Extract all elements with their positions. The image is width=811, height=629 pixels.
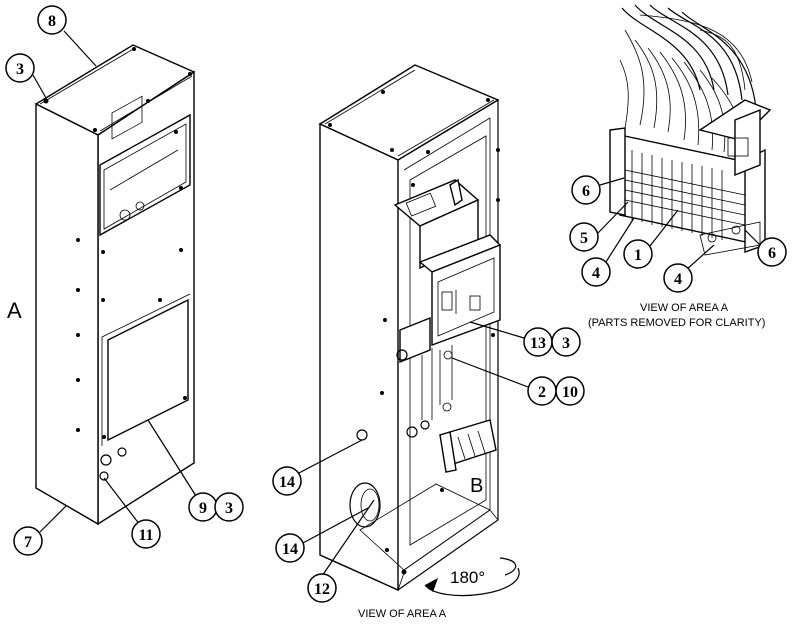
callout-1: 1 <box>623 239 653 269</box>
callout-6-left: 6 <box>571 175 601 205</box>
svg-text:2: 2 <box>538 384 546 401</box>
callout-11: 11 <box>131 519 161 549</box>
svg-text:6: 6 <box>768 245 776 262</box>
callout-4-right: 4 <box>663 263 693 293</box>
svg-text:11: 11 <box>138 527 153 544</box>
svg-text:3: 3 <box>225 500 233 517</box>
upper-cutout <box>99 113 191 237</box>
middle-leaders <box>296 321 529 577</box>
left-leaders <box>32 30 197 533</box>
svg-text:10: 10 <box>562 384 578 401</box>
callout-3-middle: 3 <box>551 327 581 357</box>
callout-3-top-left: 3 <box>5 53 35 83</box>
callout-12: 12 <box>307 573 337 603</box>
svg-text:9: 9 <box>199 500 207 517</box>
callout-7: 7 <box>13 526 43 556</box>
svg-text:13: 13 <box>530 335 546 352</box>
callout-10: 10 <box>555 376 585 406</box>
svg-text:14: 14 <box>279 474 295 491</box>
svg-text:14: 14 <box>282 541 298 558</box>
callout-2: 2 <box>527 376 557 406</box>
rotation-arrow <box>424 557 520 597</box>
view-label-right-line2: (PARTS REMOVED FOR CLARITY) <box>588 317 765 329</box>
closed-enclosure <box>34 44 196 526</box>
detail-view-a <box>597 4 772 271</box>
svg-text:3: 3 <box>562 335 570 352</box>
svg-text:7: 7 <box>24 534 32 551</box>
callouts: 8 3 7 11 9 3 13 3 2 10 14 14 12 6 5 4 1 … <box>5 5 787 603</box>
lower-panel <box>107 298 189 442</box>
callout-13: 13 <box>523 327 553 357</box>
side-gland <box>349 482 381 528</box>
svg-text:6: 6 <box>582 183 590 200</box>
cable-gland <box>100 454 112 466</box>
svg-text:8: 8 <box>48 13 56 30</box>
open-enclosure <box>318 64 502 592</box>
view-label-bottom: VIEW OF AREA A <box>358 608 447 620</box>
terminal-block-b <box>439 419 497 473</box>
callout-3-bottom-left: 3 <box>214 492 244 522</box>
area-b-label: B <box>470 475 483 497</box>
svg-text:12: 12 <box>314 581 330 598</box>
open-enclosure-side <box>319 122 399 592</box>
circuit-breaker <box>393 178 502 364</box>
labels: A B 180° VIEW OF AREA A VIEW OF AREA A (… <box>7 298 765 620</box>
view-label-right-line1: VIEW OF AREA A <box>640 302 729 314</box>
area-a-label: A <box>7 298 22 323</box>
svg-text:3: 3 <box>16 61 24 78</box>
svg-text:4: 4 <box>674 271 682 288</box>
terminal-rail <box>609 99 772 256</box>
svg-text:4: 4 <box>592 265 600 282</box>
callout-9: 9 <box>188 492 218 522</box>
svg-text:5: 5 <box>580 230 588 247</box>
callout-14-lower: 14 <box>275 533 305 563</box>
svg-text:1: 1 <box>634 247 642 264</box>
rotation-label: 180° <box>450 568 485 587</box>
wire-bundle <box>619 4 757 159</box>
enclosure-side <box>35 102 99 526</box>
callout-8: 8 <box>37 5 67 35</box>
callout-4-left: 4 <box>581 257 611 287</box>
callout-6-right: 6 <box>757 237 787 267</box>
callout-14-upper: 14 <box>272 466 302 496</box>
callout-5: 5 <box>569 222 599 252</box>
